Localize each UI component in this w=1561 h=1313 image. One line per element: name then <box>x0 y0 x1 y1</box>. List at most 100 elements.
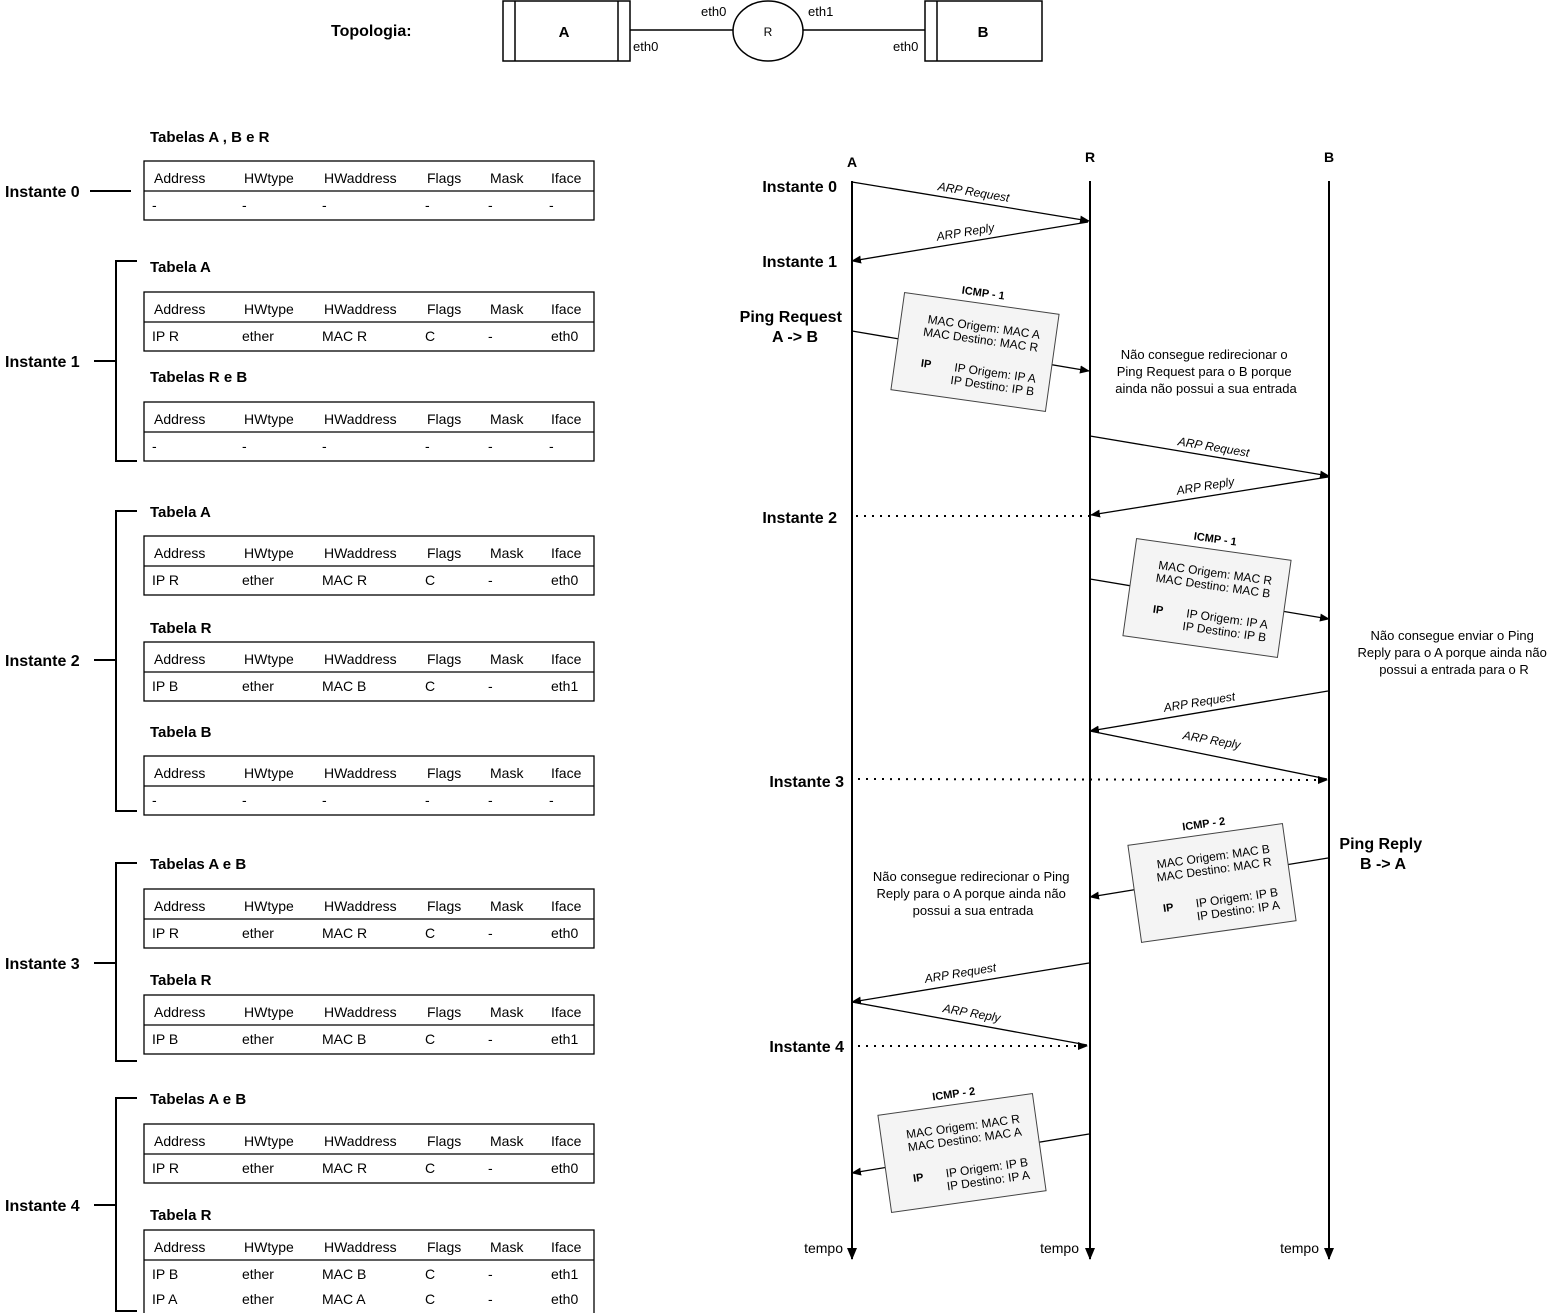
table-cell: MAC A <box>322 1291 366 1307</box>
table-cell: ether <box>242 572 274 588</box>
table-header-cell: Address <box>154 301 205 317</box>
table-header-cell: Iface <box>551 651 582 667</box>
table-cell: - <box>322 792 327 808</box>
table-cell: MAC R <box>322 1160 367 1176</box>
table-header-cell: HWtype <box>244 301 294 317</box>
table-cell: C <box>425 572 435 588</box>
ping-reply-label: Ping Reply B -> A <box>1339 836 1426 873</box>
table-header-cell: HWaddress <box>324 1239 397 1255</box>
note-3-line-1: Não consegue redirecionar o Ping <box>873 869 1070 884</box>
table-header-cell: Address <box>154 651 205 667</box>
table-cell: - <box>242 197 247 213</box>
table-cell: C <box>425 1266 435 1282</box>
table-cell: ether <box>242 678 274 694</box>
table-header-cell: Flags <box>427 1004 461 1020</box>
table-cell: MAC R <box>322 328 367 344</box>
table-header-cell: Flags <box>427 411 461 427</box>
table-cell: - <box>488 438 493 454</box>
table-cell: - <box>425 197 430 213</box>
topology: Topologia: A R B eth0 eth0 eth1 eth0 <box>331 0 1043 62</box>
table-cell: - <box>488 572 493 588</box>
table-header-cell: Iface <box>551 1004 582 1020</box>
node-a-label: A <box>559 24 570 41</box>
seq-instant-3: Instante 3 <box>769 774 844 791</box>
table-header-cell: Iface <box>551 1133 582 1149</box>
svg-text:ARP Reply: ARP Reply <box>1174 474 1236 498</box>
table-title: Tabela A <box>150 259 211 276</box>
table-title: Tabela R <box>150 620 212 637</box>
table-cell: IP R <box>152 1160 179 1176</box>
ping-reply-line-2: B -> A <box>1360 856 1407 873</box>
icmp-packet-title: ICMP - 1 <box>1193 531 1237 549</box>
table-cell: - <box>488 1291 493 1307</box>
lifeline-r-label: R <box>1085 149 1095 165</box>
note-3: Não consegue redirecionar o Ping Reply p… <box>873 869 1073 918</box>
table-header-cell: Iface <box>551 301 582 317</box>
table-header-cell: Mask <box>490 1239 524 1255</box>
table-header-cell: Mask <box>490 301 524 317</box>
table-header-cell: Mask <box>490 545 524 561</box>
table-header-cell: HWtype <box>244 411 294 427</box>
instant-2-label: Instante 2 <box>5 653 80 670</box>
table-header-cell: Address <box>154 1133 205 1149</box>
instant-1-label: Instante 1 <box>5 354 80 371</box>
table-cell: - <box>488 678 493 694</box>
table-cell: C <box>425 1160 435 1176</box>
table-header-cell: Mask <box>490 651 524 667</box>
table-cell: eth0 <box>551 1160 578 1176</box>
table-title: Tabelas A e B <box>150 856 246 873</box>
table-header-cell: HWaddress <box>324 545 397 561</box>
icmp-packet-title: ICMP - 2 <box>1182 816 1226 834</box>
message-arp-request-4: ARP Request <box>851 960 1090 1005</box>
icmp-packet-title: ICMP - 1 <box>961 285 1005 303</box>
table-cell: - <box>488 792 493 808</box>
note-1-line-3: ainda não possui a sua entrada <box>1115 381 1297 396</box>
table-title: Tabela B <box>150 724 212 741</box>
ping-reply-line-1: Ping Reply <box>1339 836 1422 853</box>
table-header-cell: HWtype <box>244 651 294 667</box>
table-header-cell: HWaddress <box>324 1004 397 1020</box>
table-cell: - <box>242 792 247 808</box>
iface-b-eth0: eth0 <box>893 39 918 54</box>
svg-text:ARP Request: ARP Request <box>1162 689 1237 715</box>
table-cell: - <box>549 792 554 808</box>
table-cell: - <box>488 1031 493 1047</box>
node-r-circle: R <box>732 0 804 62</box>
table-header-cell: HWaddress <box>324 765 397 781</box>
table-cell: eth0 <box>551 572 578 588</box>
note-2-line-3: possui a entrada para o R <box>1379 662 1529 677</box>
icmp-ip-tag: IP <box>912 1172 924 1185</box>
table-header-cell: HWaddress <box>324 411 397 427</box>
table-cell: - <box>152 792 157 808</box>
icmp-packet-box <box>1127 823 1297 943</box>
table-header-cell: Address <box>154 1004 205 1020</box>
table-cell: - <box>242 438 247 454</box>
table-cell: MAC B <box>322 1031 366 1047</box>
lifeline-a-label: A <box>847 154 857 170</box>
instant-4-label: Instante 4 <box>5 1198 80 1215</box>
note-1: Não consegue redirecionar o Ping Request… <box>1115 347 1297 396</box>
table-cell: - <box>488 1266 493 1282</box>
icmp-packet-box <box>877 1093 1047 1213</box>
table-header-cell: Address <box>154 545 205 561</box>
time-label-b: tempo <box>1280 1240 1319 1256</box>
node-a-box: A <box>502 0 631 62</box>
topology-label: Topologia: <box>331 23 412 40</box>
table-cell: IP B <box>152 1266 178 1282</box>
table-header-cell: Address <box>154 1239 205 1255</box>
table-cell: - <box>322 197 327 213</box>
table-cell: IP R <box>152 925 179 941</box>
table-cell: ether <box>242 328 274 344</box>
table-title: Tabelas A e B <box>150 1091 246 1108</box>
svg-text:ARP Reply: ARP Reply <box>941 1001 1003 1025</box>
table-header-cell: HWtype <box>244 545 294 561</box>
